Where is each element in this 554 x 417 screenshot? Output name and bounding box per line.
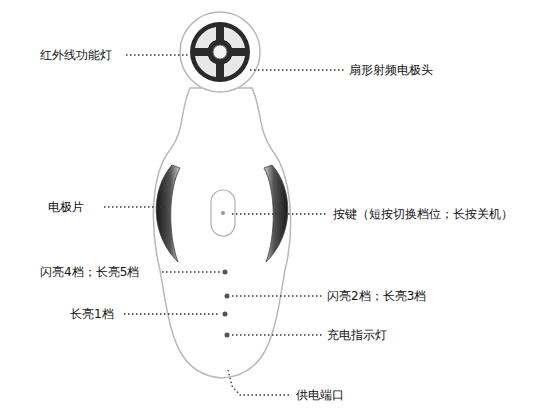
- device-body: [153, 88, 290, 378]
- callout-label: 闪亮4档；长亮5档: [40, 264, 139, 280]
- button: [211, 190, 235, 236]
- callout-label: 扇形射频电极头: [349, 62, 433, 78]
- callout-label: 红外线功能灯: [40, 47, 112, 63]
- callout-label: 充电指示灯: [327, 327, 387, 343]
- infrared-lamp: [213, 45, 227, 59]
- electrode-windows: [195, 27, 245, 77]
- callout-label: 按键（短按切换档位；长按关机）: [333, 206, 513, 222]
- head-housing: [180, 12, 260, 92]
- callout-label: 电极片: [48, 199, 84, 215]
- callout-label: 长亮1档: [70, 306, 114, 322]
- callout-label: 闪亮2档；长亮3档: [327, 288, 426, 304]
- indicator-dots: [223, 270, 230, 338]
- leader-lines: [104, 55, 344, 395]
- electrode-plate: [156, 165, 180, 262]
- button-dot: [221, 211, 225, 215]
- callout-label: 供电端口: [296, 387, 344, 403]
- rf-electrode-head: [190, 22, 250, 82]
